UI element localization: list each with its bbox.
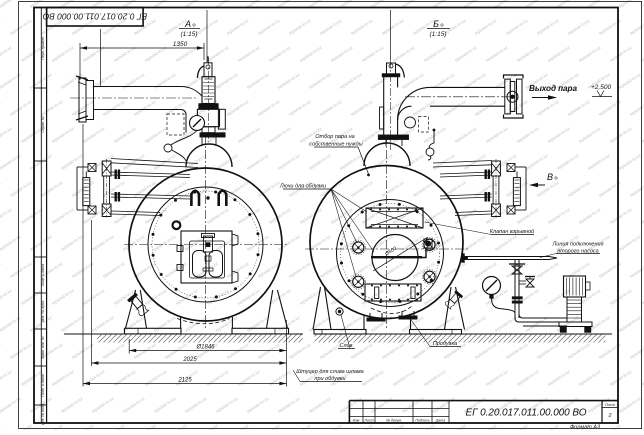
svg-text:Подп. и дата: Подп. и дата [41,264,45,287]
svg-text:Выход пара: Выход пара [529,84,577,93]
svg-text:(1:15): (1:15) [181,31,198,38]
svg-text:2125: 2125 [177,378,192,384]
svg-text:Подпись: Подпись [415,419,429,423]
svg-text:Отбор пара на: Отбор пара на [315,134,354,140]
svg-text:Б: Б [433,19,439,29]
svg-text:1350: 1350 [173,41,188,48]
svg-text:Ø1846: Ø1846 [195,345,215,351]
svg-text:Продувка: Продувка [433,341,457,347]
svg-text:Линия подключения: Линия подключения [551,242,603,248]
svg-text:Инв. № подл.: Инв. № подл. [41,403,45,425]
svg-text:второго насоса: второго насоса [557,249,598,255]
svg-text:Формат А3: Формат А3 [570,425,601,431]
svg-text:Лист: Лист [604,402,616,407]
svg-text:Изм: Изм [353,419,360,423]
svg-text:Клапан взрывной: Клапан взрывной [490,228,534,235]
svg-text:Лист: Лист [363,419,373,423]
svg-text:Подп. и дата: Подп. и дата [41,374,45,397]
svg-text:при обдувки: при обдувки [314,376,345,382]
svg-text:2025: 2025 [182,357,197,363]
svg-text:собственные нужды: собственные нужды [309,142,362,148]
svg-text:(1:15): (1:15) [430,31,447,38]
svg-text:А: А [184,19,191,29]
svg-text:+2,500: +2,500 [591,84,611,91]
svg-text:Взам. инв. №: Взам. инв. № [41,336,45,358]
svg-text:Дата: Дата [435,419,445,423]
svg-text:Справ. №: Справ. № [41,116,45,132]
svg-text:Штуцер для слива шлама: Штуцер для слива шлама [296,369,363,375]
svg-text:ЕГ 0.20.017.011.00.000 ВО: ЕГ 0.20.017.011.00.000 ВО [42,12,147,22]
svg-text:ЕГ 0.20.017.011.00.000 ВО: ЕГ 0.20.017.011.00.000 ВО [466,408,587,419]
svg-text:Лючи для обдувки: Лючи для обдувки [279,184,326,190]
svg-text:Инв. № дубл.: Инв. № дубл. [41,300,45,322]
svg-text:В: В [547,172,553,182]
svg-text:Слив: Слив [339,343,352,349]
svg-text:Перв. примен.: Перв. примен. [41,36,45,60]
svg-text:2: 2 [608,413,612,419]
svg-text:№ докум.: № докум. [386,419,402,423]
